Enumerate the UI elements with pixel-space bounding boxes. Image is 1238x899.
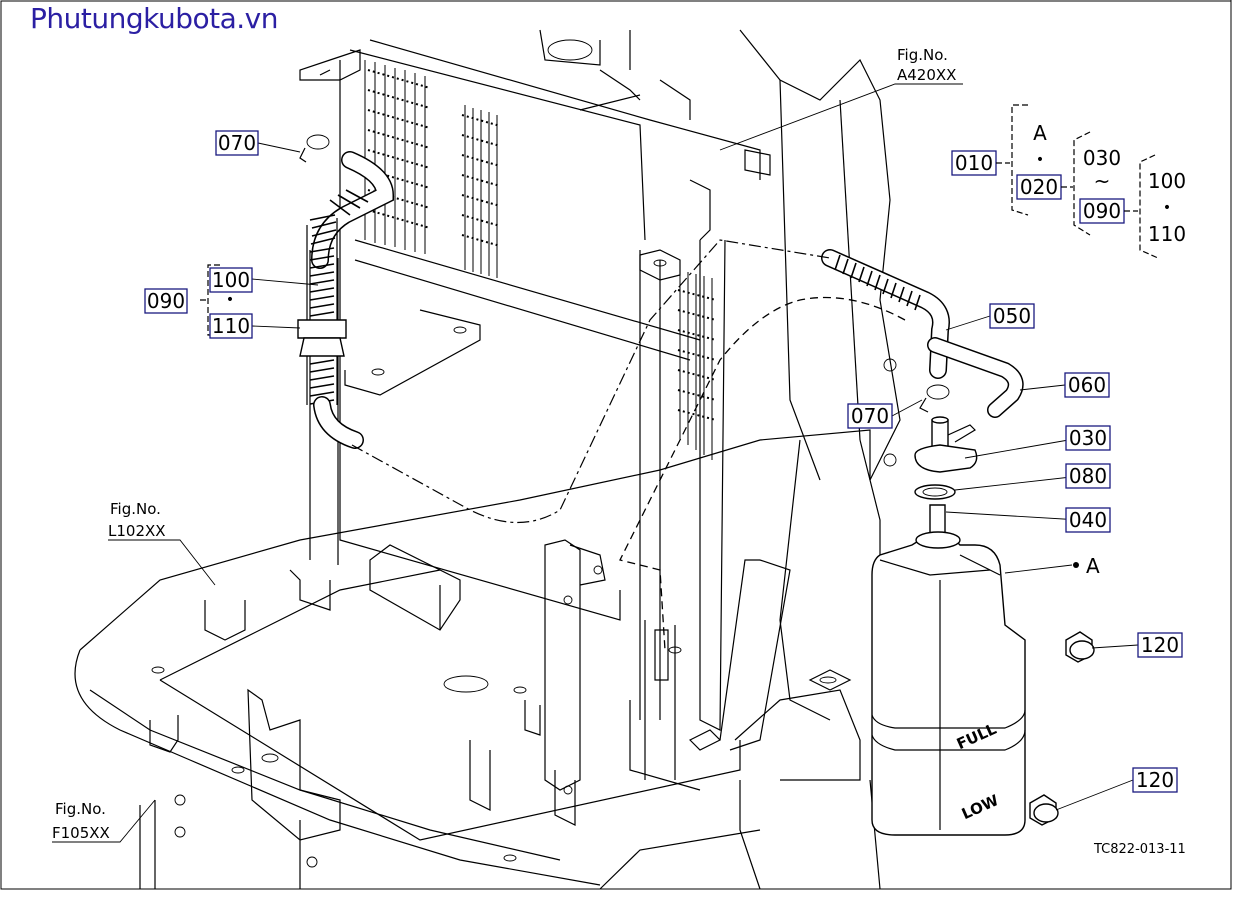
svg-text:080: 080	[1069, 464, 1107, 488]
part-label-060: 060	[1064, 372, 1110, 398]
svg-text:100: 100	[212, 268, 250, 292]
drawing-code: TC822-013-11	[1093, 842, 1186, 857]
svg-text:070: 070	[218, 131, 256, 155]
svg-text:090: 090	[1083, 199, 1121, 223]
svg-text:020: 020	[1020, 175, 1058, 199]
tree-dot-a: •	[1036, 152, 1044, 168]
bracket-090	[200, 264, 220, 336]
part-label-120-top: 120	[1137, 632, 1183, 658]
part-label-090-left: 090	[144, 288, 188, 314]
svg-text:Fig.No.: Fig.No.	[110, 500, 161, 518]
part-label-110-left: 110	[209, 313, 253, 339]
part-label-040: 040	[1065, 507, 1111, 533]
tree-range-end-090: 090	[1079, 198, 1125, 224]
svg-text:L102XX: L102XX	[108, 522, 166, 540]
radiator-core	[299, 29, 771, 826]
part-label-120-bottom: 120	[1132, 767, 1178, 793]
tree-group-a: A	[1033, 121, 1047, 145]
machine-frame	[74, 29, 901, 890]
overflow-hose-left	[297, 134, 395, 449]
svg-text:120: 120	[1136, 768, 1174, 792]
svg-text:010: 010	[955, 151, 993, 175]
svg-text:Fig.No.: Fig.No.	[897, 46, 948, 64]
svg-text:A420XX: A420XX	[897, 66, 956, 84]
hose-route-line-2	[619, 296, 906, 651]
tree-dot-leaf: •	[1163, 200, 1171, 216]
part-label-080: 080	[1065, 463, 1111, 489]
tree-range-start: 030	[1083, 146, 1121, 170]
hose-route-line	[351, 239, 831, 524]
figure-ref-l102: Fig.No. L102XX	[108, 500, 166, 540]
tree-sub-020: 020	[1016, 174, 1062, 200]
part-label-070-right: 070	[847, 403, 893, 429]
leader-lines	[52, 83, 1139, 843]
assembly-tree: 010 A • 020 030 ~ 090 100 • 110	[951, 104, 1186, 259]
figure-ref-a420: Fig.No. A420XX	[897, 46, 956, 84]
svg-text:110: 110	[212, 314, 250, 338]
part-label-100-left: 100	[209, 267, 253, 293]
dot-090: •	[226, 292, 234, 308]
svg-text:F105XX: F105XX	[52, 824, 110, 842]
svg-text:070: 070	[851, 404, 889, 428]
svg-text:030: 030	[1069, 426, 1107, 450]
figure-ref-f105: Fig.No. F105XX	[52, 800, 110, 842]
svg-text:060: 060	[1068, 373, 1106, 397]
tree-leaf-100: 100	[1148, 169, 1186, 193]
part-label-050: 050	[989, 303, 1035, 329]
svg-text:Fig.No.: Fig.No.	[55, 800, 106, 818]
svg-text:040: 040	[1069, 508, 1107, 532]
tree-tilde: ~	[1094, 169, 1111, 193]
part-label-070-top: 070	[215, 130, 259, 156]
reservoir-tank	[871, 416, 1095, 836]
overflow-hose-right	[821, 249, 1024, 418]
part-label-030: 030	[1065, 425, 1111, 451]
svg-text:120: 120	[1141, 633, 1179, 657]
tree-leaf-110: 110	[1148, 222, 1186, 246]
tree-root-010: 010	[951, 150, 997, 176]
svg-text:050: 050	[993, 304, 1031, 328]
svg-text:090: 090	[147, 289, 185, 313]
ref-label-a: A	[1086, 554, 1100, 578]
watermark-text: Phutungkubota.vn	[30, 2, 278, 35]
ref-a-dot	[1073, 562, 1079, 568]
